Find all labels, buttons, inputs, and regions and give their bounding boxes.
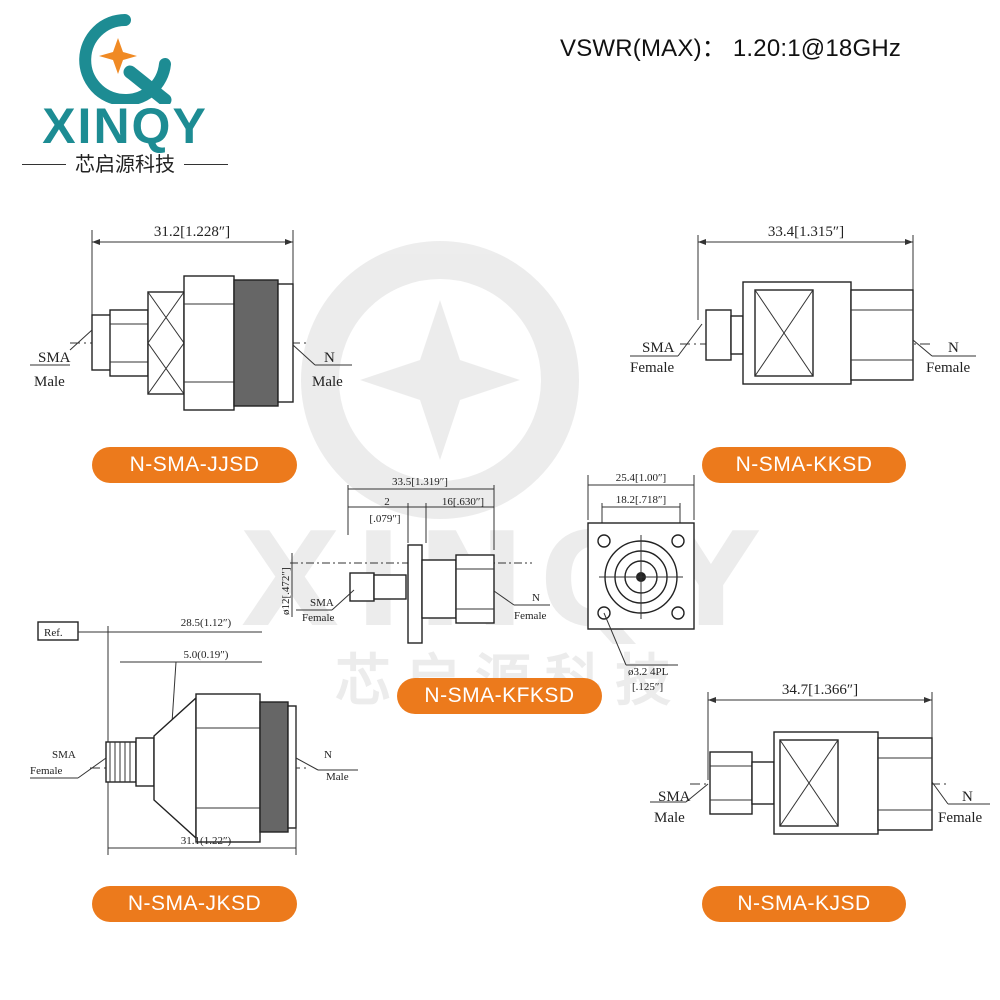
jksd-ref-box bbox=[37, 621, 79, 641]
jjsd-sma-pin bbox=[91, 314, 113, 371]
kjsd-right-gender: Female bbox=[938, 810, 982, 826]
vswr-spec: VSWR(MAX)： 1.20:1@18GHz bbox=[560, 35, 902, 62]
kfksd-mount-hole-tl bbox=[597, 534, 611, 548]
jjsd-right-gender: Male bbox=[312, 374, 343, 390]
kjsd-n-socket bbox=[877, 737, 933, 831]
model-badge-n-sma-kksd: N-SMA-KKSD bbox=[702, 447, 906, 483]
drawing-n-sma-kfksd-front: 25.4[1.00″] 18.2[.718″] ø3.2 4PL [.125″] bbox=[587, 472, 695, 693]
kjsd-right-type: N bbox=[962, 789, 973, 805]
kjsd-left-gender: Male bbox=[654, 810, 685, 826]
kfksd-dim-a-in: [.079″] bbox=[369, 513, 400, 525]
kksd-right-gender: Female bbox=[926, 360, 970, 376]
kjsd-length-dim: 34.7[1.366″] bbox=[782, 682, 858, 698]
jksd-body-hex bbox=[195, 693, 261, 843]
jjsd-sma-hex bbox=[109, 309, 149, 377]
brand-rule-right bbox=[184, 164, 228, 165]
jjsd-left-gender: Male bbox=[34, 374, 65, 390]
model-badge-n-sma-kfksd: N-SMA-KFKSD bbox=[397, 678, 602, 714]
jjsd-body-hex bbox=[147, 291, 185, 395]
jksd-right-gender: Male bbox=[326, 771, 349, 783]
kfksd-right-type: N bbox=[532, 592, 540, 604]
jksd-ref-label: Ref. bbox=[44, 627, 63, 639]
kksd-left-type: SMA bbox=[642, 340, 675, 356]
jjsd-knurl bbox=[233, 279, 279, 407]
kfksd-flange-outer-dim: 25.4[1.00″] bbox=[616, 472, 666, 484]
brand-wordmark: XINQY bbox=[42, 98, 208, 154]
kfksd-hole-dim-in: [.125″] bbox=[632, 681, 663, 693]
jksd-sma-thread bbox=[105, 741, 137, 783]
jksd-left-gender: Female bbox=[30, 765, 62, 777]
brand-logo-mark bbox=[79, 14, 172, 104]
kksd-left-gender: Female bbox=[630, 360, 674, 376]
jksd-left-type: SMA bbox=[52, 749, 76, 761]
kfksd-left-type: SMA bbox=[310, 597, 334, 609]
kjsd-sma-hex bbox=[709, 751, 753, 815]
kfksd-sma-socket bbox=[349, 572, 375, 602]
brand-star-icon bbox=[99, 38, 137, 74]
drawing-n-sma-kjsd: 34.7[1.366″] SMA Male N Female bbox=[650, 682, 990, 835]
kksd-sma-socket bbox=[705, 309, 732, 361]
jksd-ref-length: 28.5(1.12″) bbox=[181, 617, 232, 629]
kjsd-left-type: SMA bbox=[658, 789, 691, 805]
kfksd-length-dim: 33.5[1.319″] bbox=[392, 476, 448, 488]
jjsd-left-type: SMA bbox=[38, 350, 71, 366]
jjsd-n-hex bbox=[183, 275, 235, 411]
model-badge-n-sma-jjsd: N-SMA-JJSD bbox=[92, 447, 297, 483]
model-badge-n-sma-jksd: N-SMA-JKSD bbox=[92, 886, 297, 922]
kfksd-dim-b: 16[.630″] bbox=[442, 496, 484, 508]
model-badge-n-sma-kjsd: N-SMA-KJSD bbox=[702, 886, 906, 922]
kksd-length-dim: 33.4[1.315″] bbox=[768, 224, 844, 240]
drawing-n-sma-jjsd: 31.2[1.228″] SMA Male N Male bbox=[30, 224, 352, 411]
jksd-knurl bbox=[259, 701, 289, 833]
kfksd-hole-dim: ø3.2 4PL bbox=[628, 666, 669, 678]
jjsd-length-dim: 31.2[1.228″] bbox=[154, 224, 230, 240]
kfksd-flange bbox=[407, 544, 423, 644]
jjsd-right-type: N bbox=[324, 350, 335, 366]
kfksd-diameter-dim: ø12[.472″] bbox=[280, 567, 292, 615]
kfksd-flange-inner-dim: 18.2[.718″] bbox=[616, 494, 666, 506]
kfksd-n-socket bbox=[455, 554, 495, 624]
kksd-right-type: N bbox=[948, 340, 959, 356]
drawing-n-sma-jksd: Ref. 28.5(1.12″) 5.0(0.19″) 31.1(1.22″) … bbox=[30, 617, 358, 855]
kfksd-mount-hole-tr bbox=[671, 534, 685, 548]
kfksd-mount-hole-br bbox=[671, 606, 685, 620]
kksd-n-socket bbox=[850, 289, 914, 381]
kfksd-dim-a-mm: 2 bbox=[384, 496, 390, 508]
drawing-n-sma-kksd: 33.4[1.315″] SMA Female N Female bbox=[630, 224, 976, 385]
brand-rule-left bbox=[22, 164, 66, 165]
jksd-right-type: N bbox=[324, 749, 332, 761]
kfksd-left-gender: Female bbox=[302, 612, 334, 624]
drawing-n-sma-kfksd-side: 33.5[1.319″] 2 [.079″] 16[.630″] ø12[.47… bbox=[280, 476, 550, 644]
jksd-thread-dim: 5.0(0.19″) bbox=[184, 649, 229, 661]
brand-chinese-name: 芯启源科技 bbox=[75, 152, 175, 176]
jksd-length-dim: 31.1(1.22″) bbox=[181, 835, 232, 847]
kfksd-right-gender: Female bbox=[514, 610, 546, 622]
